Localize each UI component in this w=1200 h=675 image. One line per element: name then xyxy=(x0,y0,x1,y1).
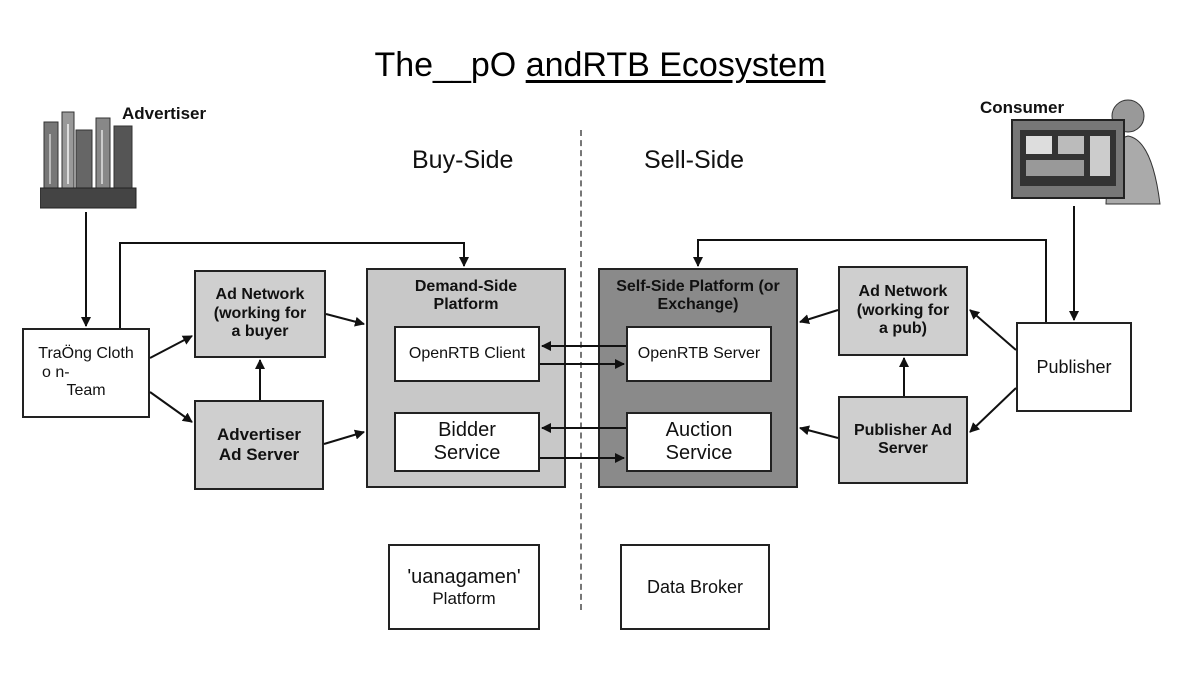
ssp-title: Self-Side Platform (or Exchange) xyxy=(600,278,796,315)
trading-to-ad-network-arrow xyxy=(149,335,193,359)
trading-team-line-2: o n- xyxy=(42,363,70,381)
dmp-line-1: 'uanagamen' xyxy=(407,565,521,588)
ad-network-pub-to-ssp-arrow xyxy=(799,309,839,325)
publisher-box: Publisher xyxy=(1016,322,1132,412)
advertiser-ad-server-box: Advertiser Ad Server xyxy=(194,400,324,490)
ssp-title-line-1: Self-Side Platform (or xyxy=(616,278,780,295)
ad-network-buyer-box: Ad Network (working for a buyer xyxy=(194,270,326,358)
person-at-computer-icon xyxy=(1010,94,1170,214)
openrtb-client-box: OpenRTB Client xyxy=(394,326,540,382)
publisher-ad-server-line-1: Publisher Ad xyxy=(853,421,953,439)
consumer-label: Consumer xyxy=(980,98,1065,117)
diagram-title: The__pO andRTB Ecosystem xyxy=(0,46,1200,85)
dsp-title: Demand-Side Platform xyxy=(368,278,564,315)
buy-sell-divider xyxy=(580,130,582,610)
ad-network-buyer-line-1: Ad Network xyxy=(215,286,305,304)
advertiser-ad-server-line-2: Ad Server xyxy=(218,445,300,464)
dsp-title-line-2: Platform xyxy=(433,296,499,314)
advertiser-ad-server-line-1: Advertiser xyxy=(216,425,302,445)
factory-buildings-icon xyxy=(39,104,140,214)
ad-network-buyer-line-3: a buyer xyxy=(231,323,289,341)
ssp-title-line-2: Exchange) xyxy=(657,296,739,314)
openrtb-server-box: OpenRTB Server xyxy=(626,326,772,382)
bidder-service-line-1: Bidder xyxy=(438,419,496,441)
ad-network-pub-line-2: (working for xyxy=(856,301,950,319)
auction-service-line-2: Service xyxy=(665,442,733,464)
sell-side-label: Sell-Side xyxy=(644,146,745,174)
bidder-service-box: Bidder Service xyxy=(394,412,540,472)
ad-network-buyer-to-dsp-arrow xyxy=(325,313,365,327)
ad-network-buyer-line-2: (working for xyxy=(213,304,307,322)
trading-to-dsp-arrow xyxy=(119,242,469,328)
publisher-ad-server-box: Publisher Ad Server xyxy=(838,396,968,484)
ad-network-pub-box: Ad Network (working for a pub) xyxy=(838,266,968,356)
auction-service-box: Auction Service xyxy=(626,412,772,472)
data-management-platform-box: 'uanagamen' Platform xyxy=(388,544,540,630)
dmp-line-2: Platform xyxy=(432,588,496,608)
advertiser-label: Advertiser xyxy=(122,104,207,123)
trading-to-ad-server-arrow xyxy=(149,391,193,423)
data-broker-box: Data Broker xyxy=(620,544,770,630)
publisher-to-ad-server-arrow xyxy=(969,387,1017,433)
publisher-to-ssp-arrow xyxy=(693,239,1047,322)
publisher-to-ad-network-arrow xyxy=(969,309,1017,351)
dsp-title-line-1: Demand-Side xyxy=(414,278,518,295)
auction-service-line-1: Auction xyxy=(665,419,733,441)
publisher-ad-server-to-ssp-arrow xyxy=(799,425,839,439)
publisher-ad-server-line-2: Server xyxy=(878,440,928,457)
trading-team-line-1: TraÖng Cloth xyxy=(38,345,134,363)
title-part-2: andRTB Ecosystem xyxy=(525,46,826,84)
trading-team-box: TraÖng Cloth o n- Team xyxy=(22,328,150,418)
ad-server-to-dsp-arrow xyxy=(323,429,365,445)
ad-network-pub-line-3: a pub) xyxy=(879,320,927,338)
title-part-1: The__pO xyxy=(374,46,526,84)
buy-side-label: Buy-Side xyxy=(412,146,514,174)
ad-network-pub-line-1: Ad Network xyxy=(858,283,948,301)
bidder-service-line-2: Service xyxy=(433,442,501,464)
trading-team-line-3: Team xyxy=(66,382,106,400)
